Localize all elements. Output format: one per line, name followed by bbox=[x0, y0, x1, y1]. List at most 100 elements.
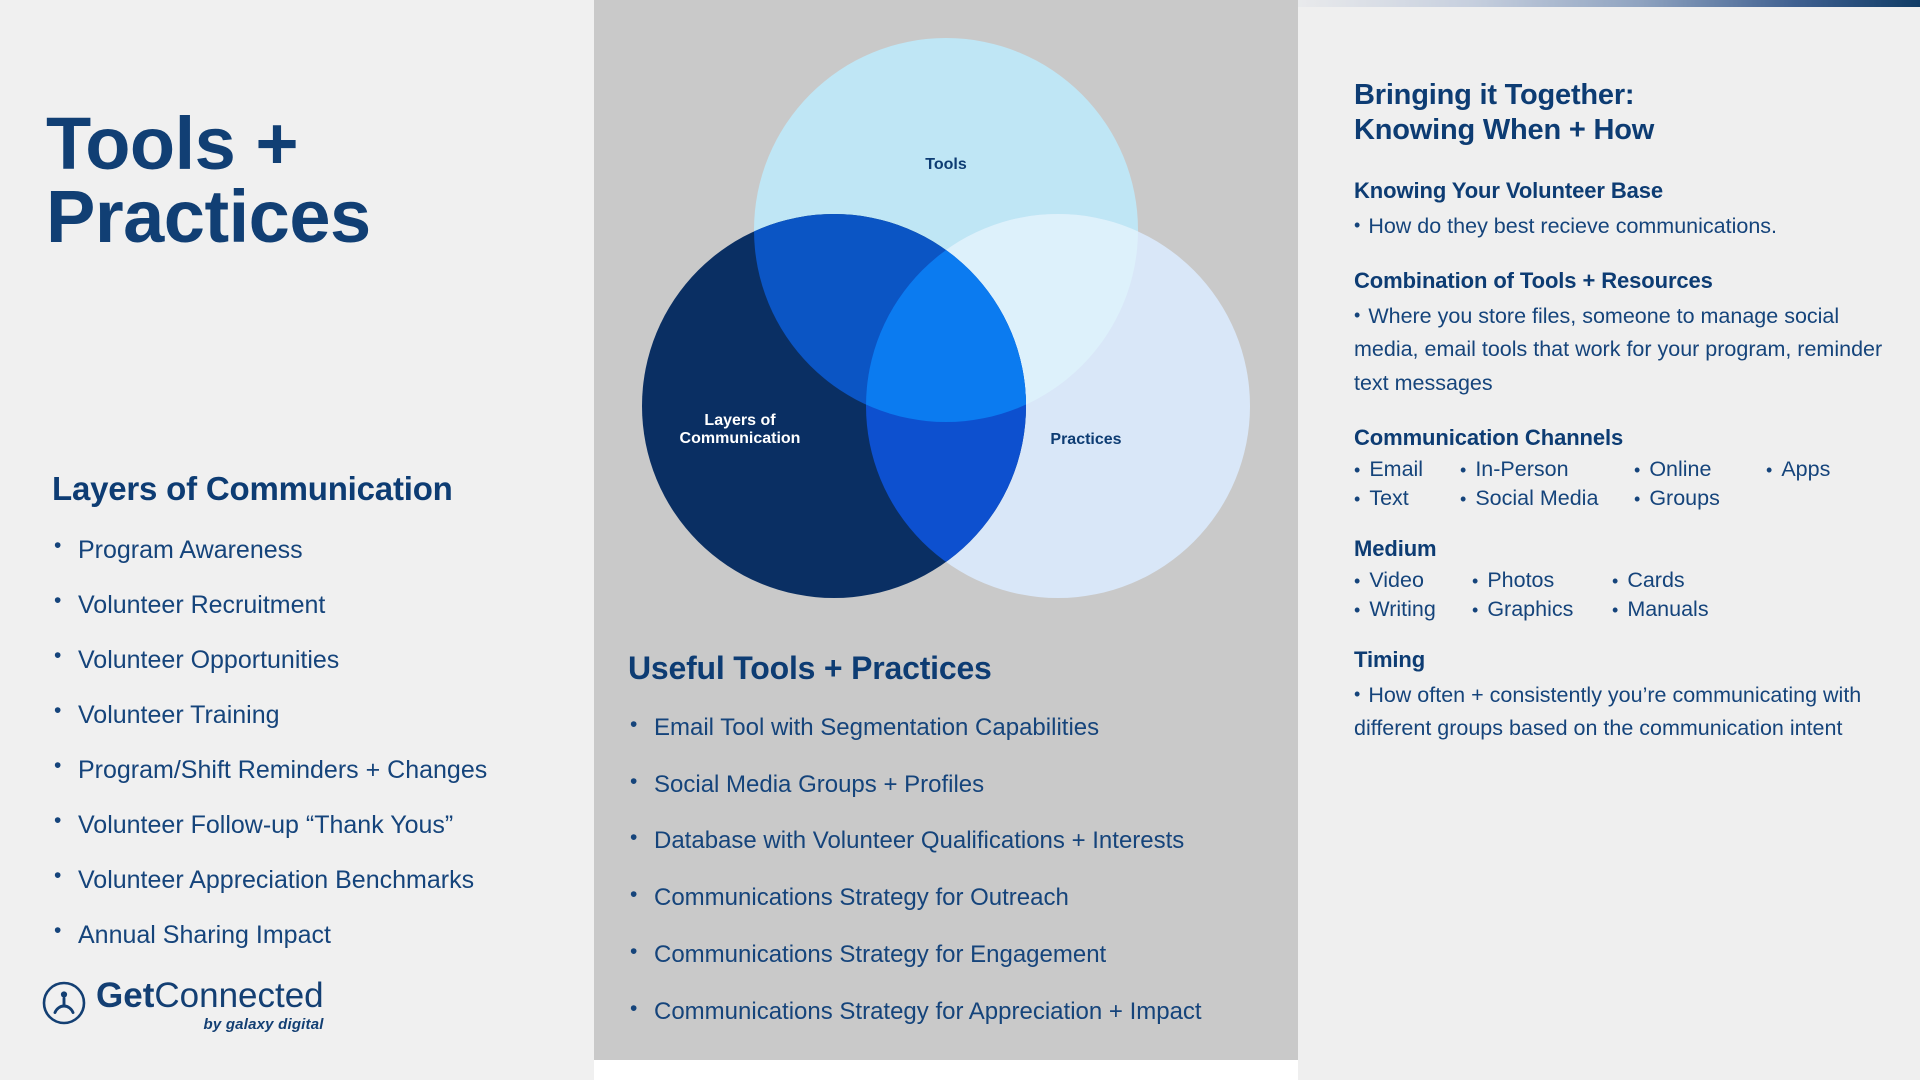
list-item: Annual Sharing Impact bbox=[52, 918, 572, 951]
list-item: Communications Strategy for Appreciation… bbox=[628, 996, 1288, 1028]
chip-channel: • Online bbox=[1634, 457, 1766, 482]
medium-block: Medium •Video •Photos •Cards •Writing •G… bbox=[1354, 536, 1894, 622]
logo-wordmark: GetConnected bbox=[96, 978, 324, 1013]
page-title-line-2: Practices bbox=[46, 174, 371, 258]
right-title-line-2: Knowing When + How bbox=[1354, 113, 1655, 146]
list-item: Communications Strategy for Engagement bbox=[628, 939, 1288, 971]
list-item: Database with Volunteer Qualifications +… bbox=[628, 825, 1288, 857]
section-heading-layers: Layers of Communication bbox=[52, 470, 453, 507]
chip-channel: •Groups bbox=[1634, 486, 1766, 511]
right-panel bbox=[1298, 0, 1920, 1080]
bullet-dot: • bbox=[1766, 459, 1773, 480]
subheading-timing: Timing bbox=[1354, 646, 1426, 672]
bringing-it-together-column: Bringing it Together: Knowing When + How… bbox=[1354, 78, 1894, 770]
right-title-line-1: Bringing it Together: bbox=[1354, 79, 1635, 111]
layers-of-communication-section: Layers of Communication Program Awarenes… bbox=[52, 470, 572, 974]
venn-diagram: Tools Practices Layers of Communication bbox=[594, 8, 1298, 628]
list-item: Program/Shift Reminders + Changes bbox=[52, 753, 572, 786]
bullet-dot: • bbox=[1612, 570, 1619, 591]
top-gradient-strip bbox=[1298, 0, 1920, 7]
bullet-dot: • bbox=[1460, 459, 1467, 480]
list-item: Email Tool with Segmentation Capabilitie… bbox=[628, 712, 1288, 744]
subheading-combination-tools-resources: Combination of Tools + Resources bbox=[1354, 267, 1713, 293]
paragraph-text: How often + consistently you’re communic… bbox=[1354, 682, 1862, 741]
chip-label: Writing bbox=[1369, 596, 1436, 621]
logo-word-thin: Connected bbox=[154, 976, 324, 1015]
bullet-dot: • bbox=[1354, 488, 1361, 509]
chip-row: • Email • In-Person • Online • Apps bbox=[1354, 457, 1894, 482]
chip-label: Graphics bbox=[1487, 596, 1574, 621]
combination-tools-resources-block: Combination of Tools + Resources •Where … bbox=[1354, 268, 1894, 400]
bottom-white-strip bbox=[594, 1060, 1298, 1080]
bullet-dot: • bbox=[1460, 488, 1467, 509]
chip-channel: • In-Person bbox=[1460, 457, 1634, 482]
timing-block: Timing •How often + consistently you’re … bbox=[1354, 647, 1894, 746]
chip-label: Online bbox=[1649, 456, 1712, 481]
chip-medium: • Writing bbox=[1354, 597, 1472, 622]
subheading-medium: Medium bbox=[1354, 535, 1437, 561]
chip-label: Apps bbox=[1781, 456, 1831, 481]
paragraph-text: How do they best recieve communications. bbox=[1368, 213, 1778, 238]
subheading-knowing-volunteer-base: Knowing Your Volunteer Base bbox=[1354, 177, 1664, 203]
bullet-dot: • bbox=[1634, 459, 1641, 480]
list-item: Volunteer Follow-up “Thank Yous” bbox=[52, 808, 572, 841]
bullet-dot: • bbox=[1472, 599, 1479, 620]
subheading-communication-channels: Communication Channels bbox=[1354, 424, 1624, 450]
bullet-dot: • bbox=[1612, 599, 1619, 620]
list-item: Volunteer Training bbox=[52, 698, 572, 731]
right-column-title: Bringing it Together: Knowing When + How bbox=[1354, 78, 1894, 148]
bullet-dot: • bbox=[1354, 599, 1361, 620]
paragraph-combination-tools-resources: •Where you store files, someone to manag… bbox=[1354, 300, 1894, 400]
paragraph-knowing-volunteer-base: •How do they best recieve communications… bbox=[1354, 210, 1894, 243]
communication-channels-block: Communication Channels • Email • In-Person… bbox=[1354, 425, 1894, 511]
chip-medium: • Photos bbox=[1472, 568, 1612, 593]
chip-label: Photos bbox=[1487, 567, 1555, 592]
paragraph-text: Where you store files, someone to manage… bbox=[1354, 303, 1883, 395]
layers-list: Program Awareness Volunteer Recruitment … bbox=[52, 533, 572, 951]
chip-label: Email bbox=[1369, 456, 1424, 481]
list-item: Communications Strategy for Outreach bbox=[628, 882, 1288, 914]
venn-overlap-all-three bbox=[866, 214, 1026, 422]
chip-row: •Video • Photos • Cards bbox=[1354, 568, 1894, 593]
knowing-volunteer-base-block: Knowing Your Volunteer Base •How do they… bbox=[1354, 178, 1894, 243]
chip-medium: • Graphics bbox=[1472, 597, 1612, 622]
paragraph-timing: •How often + consistently you’re communi… bbox=[1354, 679, 1894, 746]
page-title: Tools + Practices bbox=[46, 102, 566, 258]
communication-channels-chips: • Email • In-Person • Online • Apps • Text • S… bbox=[1354, 457, 1894, 511]
list-item: Program Awareness bbox=[52, 533, 572, 566]
useful-tools-list: Email Tool with Segmentation Capabilitie… bbox=[628, 712, 1288, 1028]
list-item: Volunteer Recruitment bbox=[52, 588, 572, 621]
list-item: Volunteer Appreciation Benchmarks bbox=[52, 863, 572, 896]
chip-channel: • Email bbox=[1354, 457, 1460, 482]
medium-chips: •Video •Photos •Cards •Writing •Graphics… bbox=[1354, 568, 1894, 622]
bullet-dot: • bbox=[1472, 570, 1479, 591]
chip-label: Social Media bbox=[1475, 485, 1599, 510]
logo-tagline: by galaxy digital bbox=[203, 1016, 324, 1033]
chip-label: In-Person bbox=[1475, 456, 1569, 481]
chip-label: Text bbox=[1369, 485, 1409, 510]
chip-channel: • Apps bbox=[1766, 457, 1830, 482]
chip-label: Cards bbox=[1627, 567, 1685, 592]
chip-row: • Writing • Graphics • Manuals bbox=[1354, 597, 1894, 622]
bullet-dot: • bbox=[1354, 304, 1361, 325]
useful-tools-practices-section: Useful Tools + Practices Email Tool with… bbox=[628, 650, 1288, 1053]
get-connected-logo: GetConnected by galaxy digital bbox=[42, 978, 324, 1032]
chip-medium: • Cards bbox=[1612, 568, 1685, 593]
bullet-dot: • bbox=[1354, 459, 1361, 480]
chip-channel: • Social Media bbox=[1460, 486, 1634, 511]
bullet-dot: • bbox=[1634, 488, 1641, 509]
logo-text: GetConnected by galaxy digital bbox=[96, 978, 324, 1032]
section-heading-useful-tools: Useful Tools + Practices bbox=[628, 650, 992, 686]
person-in-circle-icon bbox=[42, 981, 86, 1030]
list-item: Volunteer Opportunities bbox=[52, 643, 572, 676]
bullet-dot: • bbox=[1354, 683, 1361, 704]
venn-svg bbox=[642, 38, 1250, 598]
chip-label: Video bbox=[1369, 567, 1424, 592]
chip-medium: •Video bbox=[1354, 568, 1472, 593]
chip-label: Manuals bbox=[1627, 596, 1709, 621]
logo-word-bold: Get bbox=[96, 976, 155, 1015]
page-title-line-1: Tools + bbox=[46, 102, 299, 185]
list-item: Social Media Groups + Profiles bbox=[628, 769, 1288, 801]
chip-channel: • Text bbox=[1354, 486, 1460, 511]
